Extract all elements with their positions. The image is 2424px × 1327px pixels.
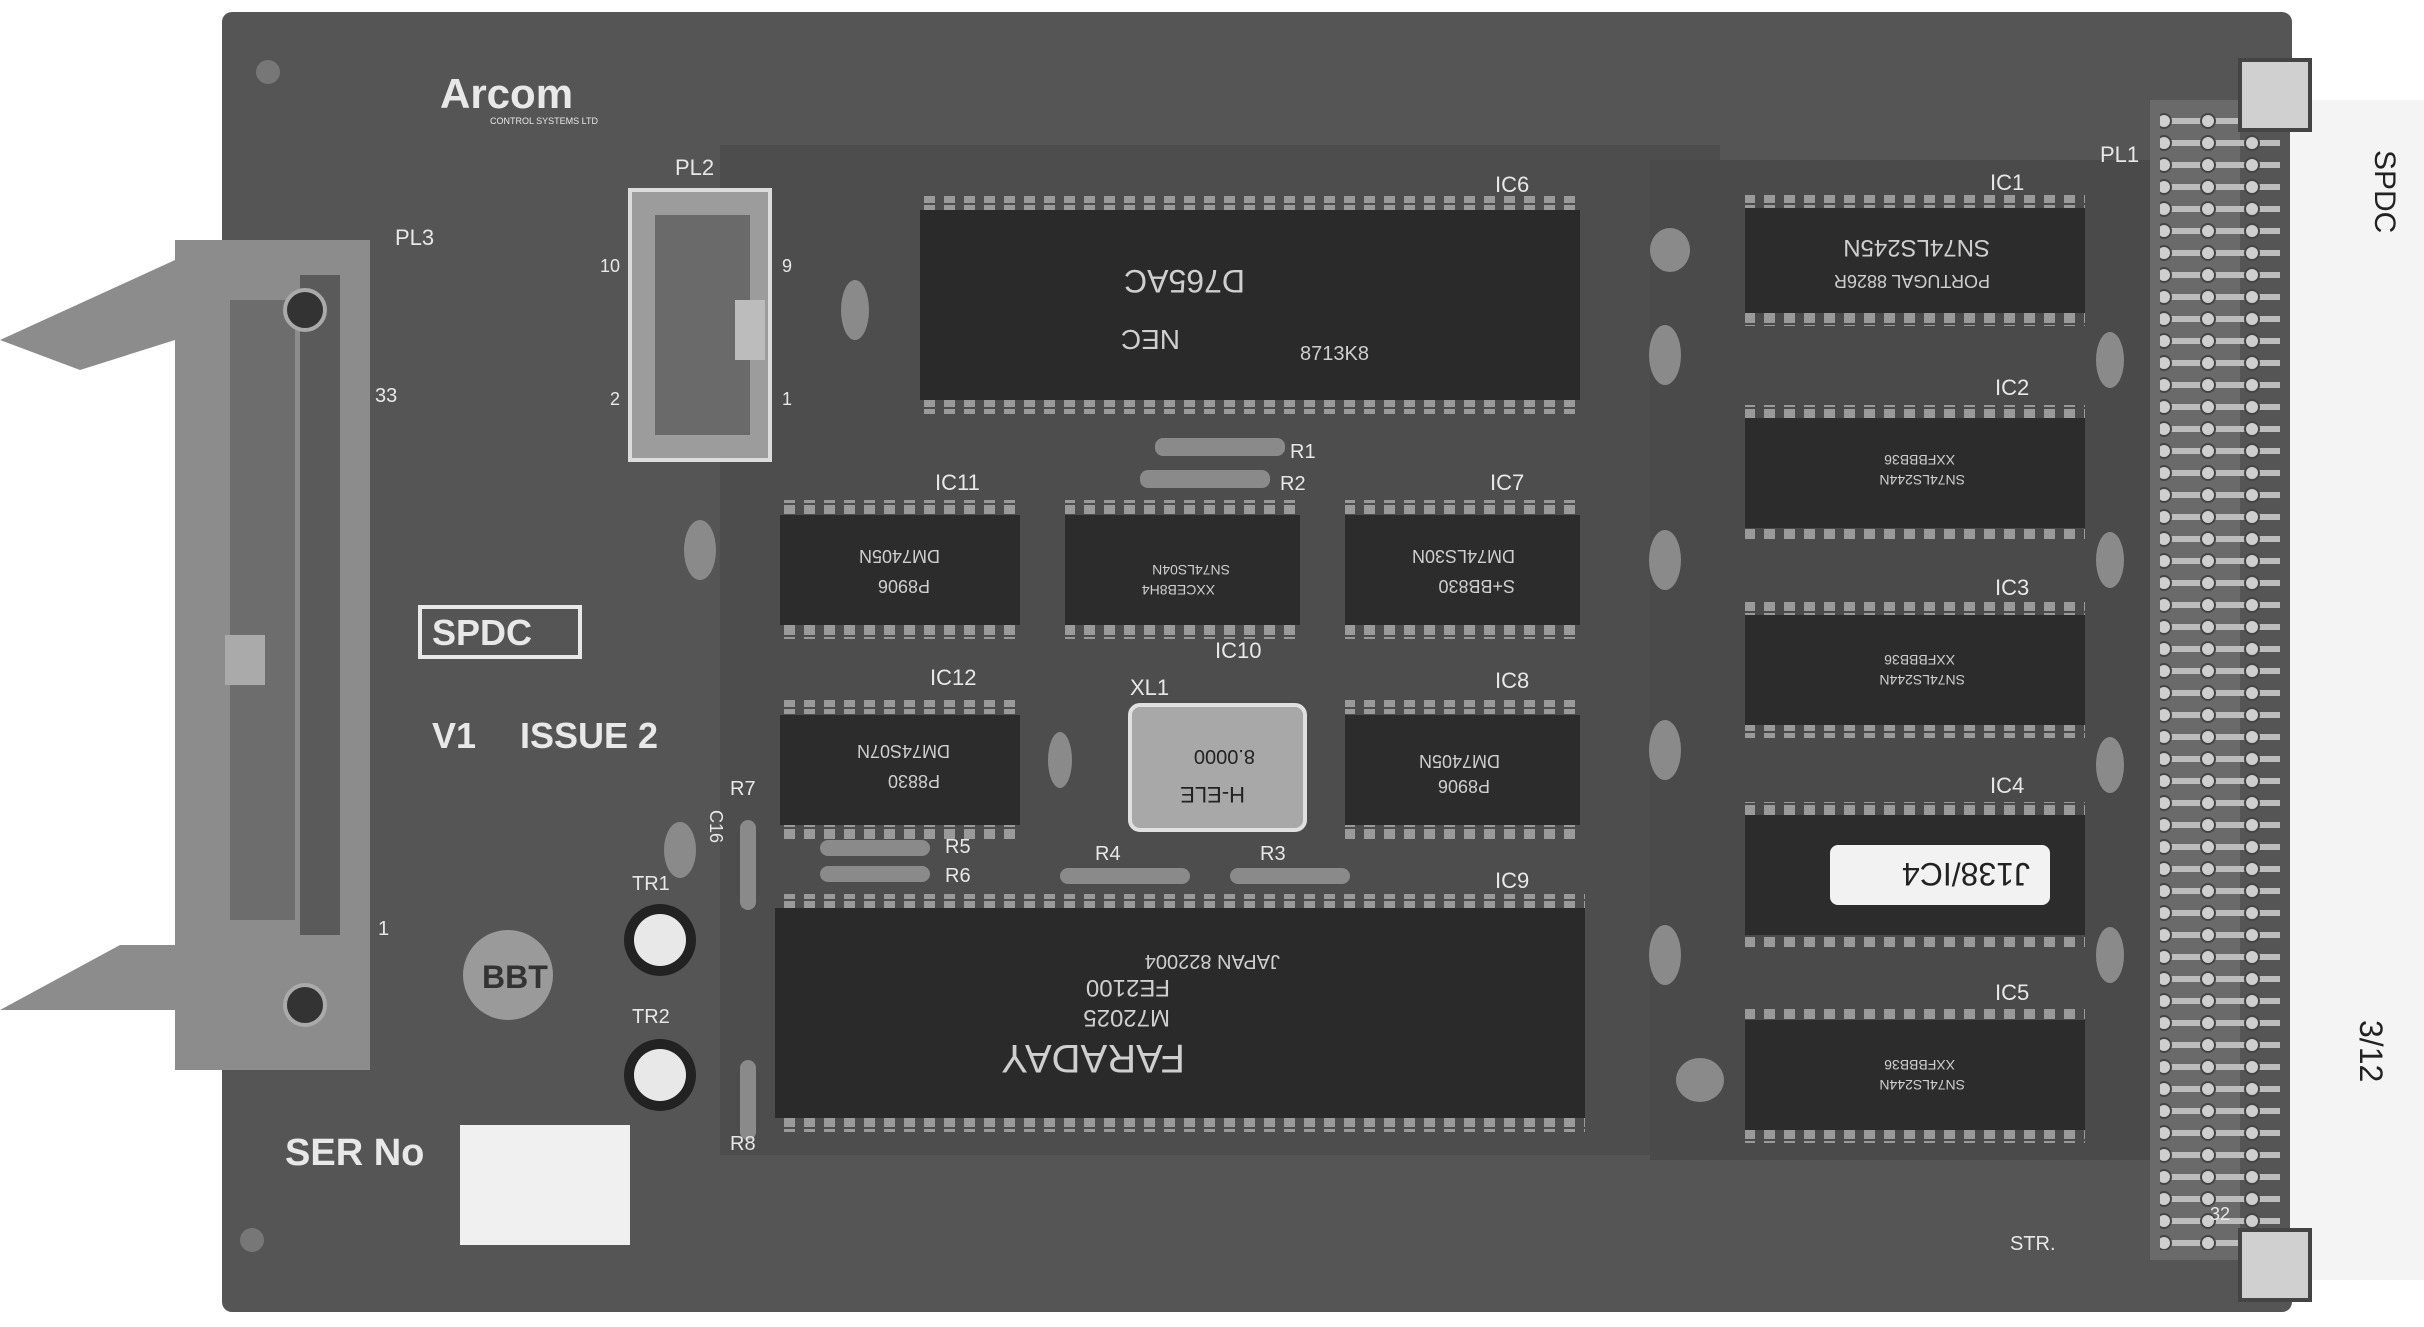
pl2-pin-9: 9 — [782, 256, 792, 276]
ic4-sticker: J138/IC4 — [1902, 856, 2030, 892]
trimmer-tr1 — [624, 904, 696, 976]
ic11-label: IC11 — [935, 470, 980, 495]
ic2-part: SN74LS244N — [1879, 472, 1965, 488]
ic9-code: M72025 — [1083, 1004, 1170, 1031]
ic10-label: IC10 — [1215, 638, 1261, 663]
pl1-edge-connector — [2150, 58, 2424, 1302]
pl1-pin-32: 32 — [2210, 1204, 2230, 1224]
ic5-maker: XXFBBB36 — [1884, 1057, 1955, 1073]
ic5-label: IC5 — [1995, 980, 2029, 1005]
xl1-brand: H-ELE — [1180, 782, 1245, 807]
chip-ic5 — [1745, 1007, 2085, 1143]
board-issue: ISSUE 2 — [520, 715, 658, 756]
ic3-maker: XXFBBB36 — [1884, 652, 1955, 668]
ic8-part: DM7405N — [1419, 751, 1500, 771]
r1-label: R1 — [1290, 441, 1316, 463]
ic9-part: FE2100 — [1086, 974, 1170, 1001]
chip-ic7 — [1345, 500, 1580, 639]
chip-ic2 — [1745, 405, 2085, 541]
ic11-part: DM7405N — [859, 546, 940, 566]
xl1-freq: 8.0000 — [1194, 745, 1255, 767]
ic9-label: IC9 — [1495, 868, 1529, 893]
pl3-pin-33: 33 — [375, 385, 397, 407]
arcom-logo-subtext: CONTROL SYSTEMS LTD — [490, 116, 599, 126]
pl2-label: PL2 — [675, 155, 714, 180]
r2-label: R2 — [1280, 473, 1306, 495]
chip-ic4 — [1745, 802, 2085, 948]
tr1-label: TR1 — [632, 873, 670, 895]
ic3-label: IC3 — [1995, 575, 2029, 600]
resistor — [740, 438, 1350, 1140]
r4-label: R4 — [1095, 843, 1121, 865]
serial-label: SER No — [285, 1132, 424, 1174]
bbt-stamp-text: BBT — [482, 959, 548, 995]
chip-ic8 — [1345, 700, 1580, 839]
ic9-extra: JAPAN 822004 — [1145, 950, 1280, 972]
spdc-box — [418, 605, 582, 659]
ic10-maker: XXCEB8H4 — [1142, 582, 1215, 598]
pl2-header — [628, 188, 772, 462]
c16-label: C16 — [706, 810, 726, 843]
serial-label-patch — [460, 1125, 630, 1245]
ic12-part: DM74S07N — [857, 741, 950, 761]
ic2-label: IC2 — [1995, 375, 2029, 400]
ic7-part: DM74LS30N — [1412, 546, 1515, 566]
board-version: V1 — [432, 715, 476, 756]
mounting-hole — [240, 1228, 264, 1252]
tr2-label: TR2 — [632, 1006, 670, 1028]
ic7-maker: S+BB830 — [1438, 576, 1515, 596]
capacitor — [664, 228, 2124, 1102]
r5-label: R5 — [945, 836, 971, 858]
ic1-part: SN74LS245N — [1843, 234, 1990, 261]
pl3-connector — [0, 240, 370, 1070]
ic1-label: IC1 — [1990, 170, 2024, 195]
board-name: SPDC — [432, 612, 532, 653]
ic8-maker: P8906 — [1438, 776, 1490, 796]
ic12-label: IC12 — [930, 665, 976, 690]
ic6-maker: NEC — [1121, 324, 1180, 355]
ic7-label: IC7 — [1490, 470, 1524, 495]
bbt-stamp — [463, 930, 553, 1020]
ic6-label: IC6 — [1495, 172, 1529, 197]
pl2-pin-1: 1 — [782, 389, 792, 409]
arcom-logo: Arcom — [440, 70, 573, 117]
mounting-hole — [256, 60, 280, 84]
chip-ic11 — [780, 500, 1020, 639]
pl3-label: PL3 — [395, 225, 434, 250]
r7-label: R7 — [730, 778, 756, 800]
pl2-pin-2: 2 — [610, 389, 620, 409]
ic6-code: 8713K8 — [1300, 343, 1369, 365]
r3-label: R3 — [1260, 843, 1286, 865]
chip-ic1 — [1745, 195, 2085, 326]
pl3-pin-1: 1 — [378, 918, 389, 940]
r8-label: R8 — [730, 1133, 756, 1155]
ic10-part: SN74LS04N — [1152, 562, 1230, 578]
chip-ic12 — [780, 700, 1020, 839]
pl1-label: PL1 — [2100, 142, 2139, 167]
chip-ic10 — [1065, 500, 1300, 639]
str-label: STR. — [2010, 1233, 2056, 1255]
crystal-xl1 — [1128, 703, 1307, 832]
side-label-bottom: 3/12 — [2353, 1020, 2389, 1082]
chip-ic9 — [775, 894, 1585, 1132]
chip-ic6 — [920, 196, 1580, 414]
ic1-maker: PORTUGAL 8826R — [1834, 271, 1990, 291]
xl1-label: XL1 — [1130, 675, 1169, 700]
trimmer-tr2 — [624, 1039, 696, 1111]
ic12-maker: P8830 — [888, 771, 940, 791]
ic9-maker: FARADAY — [1001, 1036, 1185, 1080]
r6-label: R6 — [945, 865, 971, 887]
ic8-label: IC8 — [1495, 668, 1529, 693]
ic2-maker: XXFBBB36 — [1884, 452, 1955, 468]
ic11-maker: P8906 — [878, 576, 930, 596]
chip-ic3 — [1745, 602, 2085, 738]
ic6-part: D765AC — [1124, 263, 1245, 299]
ic5-part: SN74LS244N — [1879, 1077, 1965, 1093]
pl2-pin-10: 10 — [600, 256, 620, 276]
ic3-part: SN74LS244N — [1879, 672, 1965, 688]
side-label-top: SPDC — [2368, 150, 2401, 233]
ic4-label: IC4 — [1990, 773, 2024, 798]
